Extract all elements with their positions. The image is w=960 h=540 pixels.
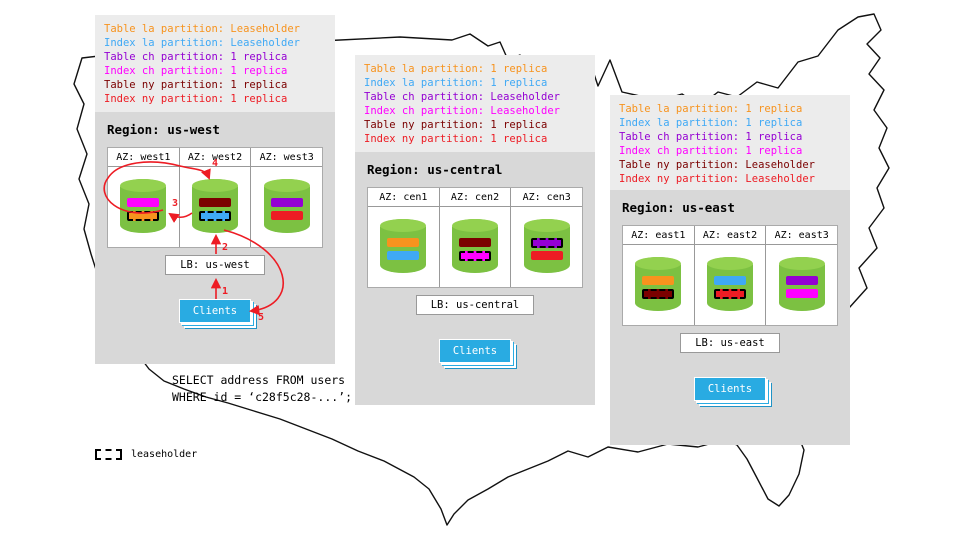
partition-bar (270, 211, 303, 220)
az-box: AZ: east1 AZ: east2 AZ: east3 (622, 225, 838, 326)
legend-line: Index ny partition: 1 replica (364, 133, 548, 145)
sql-line-1: SELECT address FROM users (172, 373, 346, 387)
az-label: AZ: cen1 (368, 188, 439, 207)
database-cylinder-icon (452, 219, 498, 273)
database-node (635, 245, 682, 325)
legend-line: Table ny partition: Leaseholder (619, 159, 815, 171)
legend-line: Table la partition: 1 replica (619, 103, 803, 115)
partition-bar (387, 251, 420, 260)
clients-box-us-central: Clients (438, 339, 512, 363)
sql-line-2: WHERE id = ‘c28f5c28-...’; (172, 390, 353, 404)
database-cylinder-icon (120, 179, 167, 233)
database-cylinder-icon (263, 179, 310, 233)
legend-line: Table ch partition: Leaseholder (364, 91, 560, 103)
az-label: AZ: east2 (694, 226, 766, 245)
clients-box-us-west: Clients (178, 299, 252, 323)
region-panel-us-west: Region: us-west AZ: west1 AZ: west2 AZ: … (95, 112, 335, 364)
region-panel-us-east: Region: us-east AZ: east1 AZ: east2 AZ: … (610, 190, 850, 445)
database-cylinder-icon (635, 257, 682, 311)
az-east3: AZ: east3 (766, 226, 838, 325)
az-cen3: AZ: cen3 (511, 188, 583, 287)
database-node (380, 207, 427, 287)
partition-bar (270, 198, 303, 207)
leaseholder-key: leaseholder (95, 449, 197, 460)
legend-line: Table ch partition: 1 replica (104, 51, 288, 63)
database-node (452, 207, 498, 287)
database-cylinder-icon (523, 219, 570, 273)
legend-line: Table la partition: 1 replica (364, 63, 548, 75)
clients-box-us-east: Clients (693, 377, 767, 401)
database-cylinder-icon (707, 257, 753, 311)
legend-line: Index la partition: 1 replica (364, 77, 548, 89)
az-label: AZ: cen3 (511, 188, 583, 207)
az-label: AZ: west1 (108, 148, 179, 167)
partition-bar (642, 276, 675, 285)
load-balancer-us-west: LB: us-west (165, 255, 265, 275)
legend-line: Index ch partition: Leaseholder (364, 105, 560, 117)
az-label: AZ: west2 (179, 148, 251, 167)
database-node (778, 245, 825, 325)
legend-line: Table ny partition: 1 replica (104, 79, 288, 91)
partition-bar (785, 289, 818, 298)
legend-line: Index ny partition: Leaseholder (619, 173, 815, 185)
az-west3: AZ: west3 (251, 148, 323, 247)
database-node (263, 167, 310, 247)
database-cylinder-icon (778, 257, 825, 311)
legend-line: Table ny partition: 1 replica (364, 119, 548, 131)
partition-bar (199, 198, 231, 207)
legend-line: Index ch partition: 1 replica (104, 65, 288, 77)
database-node (707, 245, 753, 325)
az-west2: AZ: west2 (179, 148, 252, 247)
leaseholder-dashed-box-icon (95, 449, 122, 460)
az-label: AZ: east1 (623, 226, 694, 245)
leaseholder-key-label: leaseholder (131, 449, 198, 460)
partition-bar (714, 276, 746, 285)
load-balancer-us-east: LB: us-east (680, 333, 780, 353)
region-panel-us-central: Region: us-central AZ: cen1 AZ: cen2 AZ:… (355, 152, 595, 405)
partition-bar (714, 289, 746, 299)
az-cen1: AZ: cen1 (368, 188, 440, 287)
az-label: AZ: east3 (766, 226, 838, 245)
az-east2: AZ: east2 (694, 226, 767, 325)
sql-query: SELECT address FROM users WHERE id = ‘c2… (172, 372, 352, 406)
az-east1: AZ: east1 (623, 226, 695, 325)
database-node (120, 167, 167, 247)
database-node (523, 207, 570, 287)
legend-line: Table la partition: Leaseholder (104, 23, 300, 35)
region-title: Region: us-east (622, 200, 735, 215)
region-title: Region: us-west (107, 122, 220, 137)
partition-bar (459, 251, 491, 261)
az-box: AZ: west1 AZ: west2 AZ: west3 (107, 147, 323, 248)
database-cylinder-icon (380, 219, 427, 273)
az-cen2: AZ: cen2 (439, 188, 512, 287)
legend-us-west: Table la partition: Leaseholder Index la… (95, 15, 335, 113)
region-title: Region: us-central (367, 162, 503, 177)
legend-line: Index ny partition: 1 replica (104, 93, 288, 105)
load-balancer-us-central: LB: us-central (415, 295, 535, 315)
partition-bar (642, 289, 675, 299)
partition-bar (127, 211, 160, 221)
partition-bar (387, 238, 420, 247)
partition-bar (199, 211, 231, 221)
partition-bar (127, 198, 160, 207)
database-node (192, 167, 238, 247)
partition-bar (459, 238, 491, 247)
database-cylinder-icon (192, 179, 238, 233)
az-box: AZ: cen1 AZ: cen2 AZ: cen3 (367, 187, 583, 288)
legend-line: Index la partition: Leaseholder (104, 37, 300, 49)
partition-bar (530, 251, 563, 260)
partition-bar (530, 238, 563, 248)
legend-line: Index ch partition: 1 replica (619, 145, 803, 157)
legend-line: Table ch partition: 1 replica (619, 131, 803, 143)
az-west1: AZ: west1 (108, 148, 180, 247)
legend-us-east: Table la partition: 1 replica Index la p… (610, 95, 850, 193)
az-label: AZ: cen2 (439, 188, 511, 207)
partition-bar (785, 276, 818, 285)
legend-us-central: Table la partition: 1 replica Index la p… (355, 55, 595, 153)
az-label: AZ: west3 (251, 148, 323, 167)
legend-line: Index la partition: 1 replica (619, 117, 803, 129)
